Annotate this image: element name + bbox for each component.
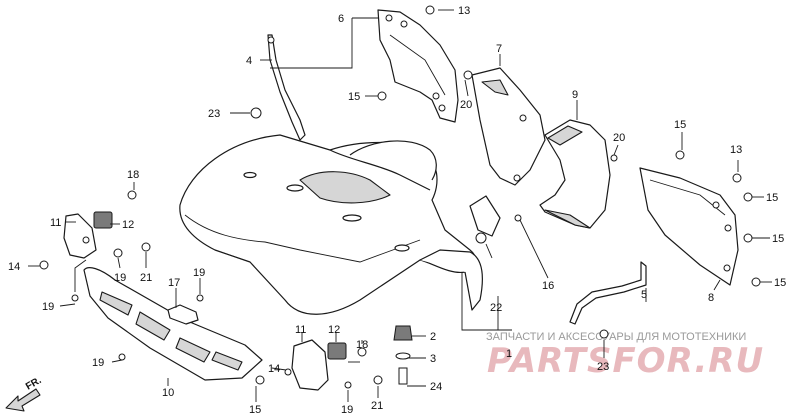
front-arrow-icon bbox=[5, 388, 41, 412]
callout-1: 1 bbox=[506, 348, 512, 360]
callout-4: 4 bbox=[246, 55, 252, 67]
leader-lines bbox=[28, 9, 772, 402]
callout-9: 9 bbox=[572, 89, 578, 101]
callout-18: 18 bbox=[127, 169, 139, 181]
callout-11: 11 bbox=[50, 217, 61, 229]
callout-21: 21 bbox=[371, 400, 383, 412]
fasteners bbox=[39, 5, 761, 389]
callout-24: 24 bbox=[430, 381, 442, 393]
callout-8: 8 bbox=[708, 292, 714, 304]
inner-bracket bbox=[539, 119, 611, 229]
callout-14: 14 bbox=[268, 363, 280, 375]
callout-23: 23 bbox=[597, 361, 609, 373]
callout-19: 19 bbox=[114, 272, 126, 284]
hardware-stack bbox=[393, 325, 413, 385]
callout-labels: 13 6 4 7 15 20 23 9 20 15 13 15 18 15 11… bbox=[8, 5, 786, 416]
support-rod bbox=[569, 261, 647, 325]
callout-15: 15 bbox=[348, 91, 360, 103]
callout-19: 19 bbox=[42, 301, 54, 313]
callout-18: 18 bbox=[356, 339, 368, 351]
callout-6: 6 bbox=[338, 13, 344, 25]
callout-7: 7 bbox=[496, 43, 502, 55]
side-panel-upper bbox=[377, 9, 459, 123]
side-cover-right bbox=[639, 167, 739, 286]
callout-21: 21 bbox=[140, 272, 152, 284]
callout-15: 15 bbox=[249, 404, 261, 416]
callout-19: 19 bbox=[341, 404, 353, 416]
callout-12: 12 bbox=[328, 324, 340, 336]
callout-12: 12 bbox=[122, 219, 134, 231]
callout-3: 3 bbox=[430, 353, 436, 365]
callout-2: 2 bbox=[430, 331, 436, 343]
watermark-tagline: ЗАПЧАСТИ И АКСЕССУАРЫ ДЛЯ МОТОТЕХНИКИ bbox=[486, 331, 746, 343]
callout-14: 14 bbox=[8, 261, 20, 273]
rubber-pad bbox=[167, 304, 199, 325]
callout-10: 10 bbox=[162, 387, 174, 399]
callout-20: 20 bbox=[460, 99, 472, 111]
front-direction-label: FR. bbox=[24, 375, 44, 393]
inner-panel bbox=[471, 67, 546, 186]
callout-15: 15 bbox=[772, 233, 784, 245]
callout-22: 22 bbox=[490, 302, 502, 314]
callout-11: 11 bbox=[295, 324, 306, 336]
callout-17: 17 bbox=[168, 277, 180, 289]
watermark-logo: PARTSFOR.RU bbox=[487, 341, 764, 381]
callout-19: 19 bbox=[193, 267, 205, 279]
front-fender bbox=[179, 134, 483, 315]
mud-guard-flap bbox=[469, 195, 522, 244]
callout-19: 19 bbox=[92, 357, 104, 369]
callout-16: 16 bbox=[542, 280, 554, 292]
callout-20: 20 bbox=[613, 132, 625, 144]
bracket-lower bbox=[291, 339, 347, 391]
bracket-left bbox=[63, 211, 113, 259]
callout-15: 15 bbox=[674, 119, 686, 131]
callout-15: 15 bbox=[766, 192, 778, 204]
front-direction-indicator: FR. bbox=[5, 375, 44, 412]
callout-23: 23 bbox=[208, 108, 220, 120]
callout-13: 13 bbox=[730, 144, 742, 156]
front-bumper bbox=[83, 267, 263, 381]
callout-15: 15 bbox=[774, 277, 786, 289]
callout-13: 13 bbox=[458, 5, 470, 17]
callout-5: 5 bbox=[641, 289, 647, 301]
fender-stay bbox=[267, 34, 306, 141]
